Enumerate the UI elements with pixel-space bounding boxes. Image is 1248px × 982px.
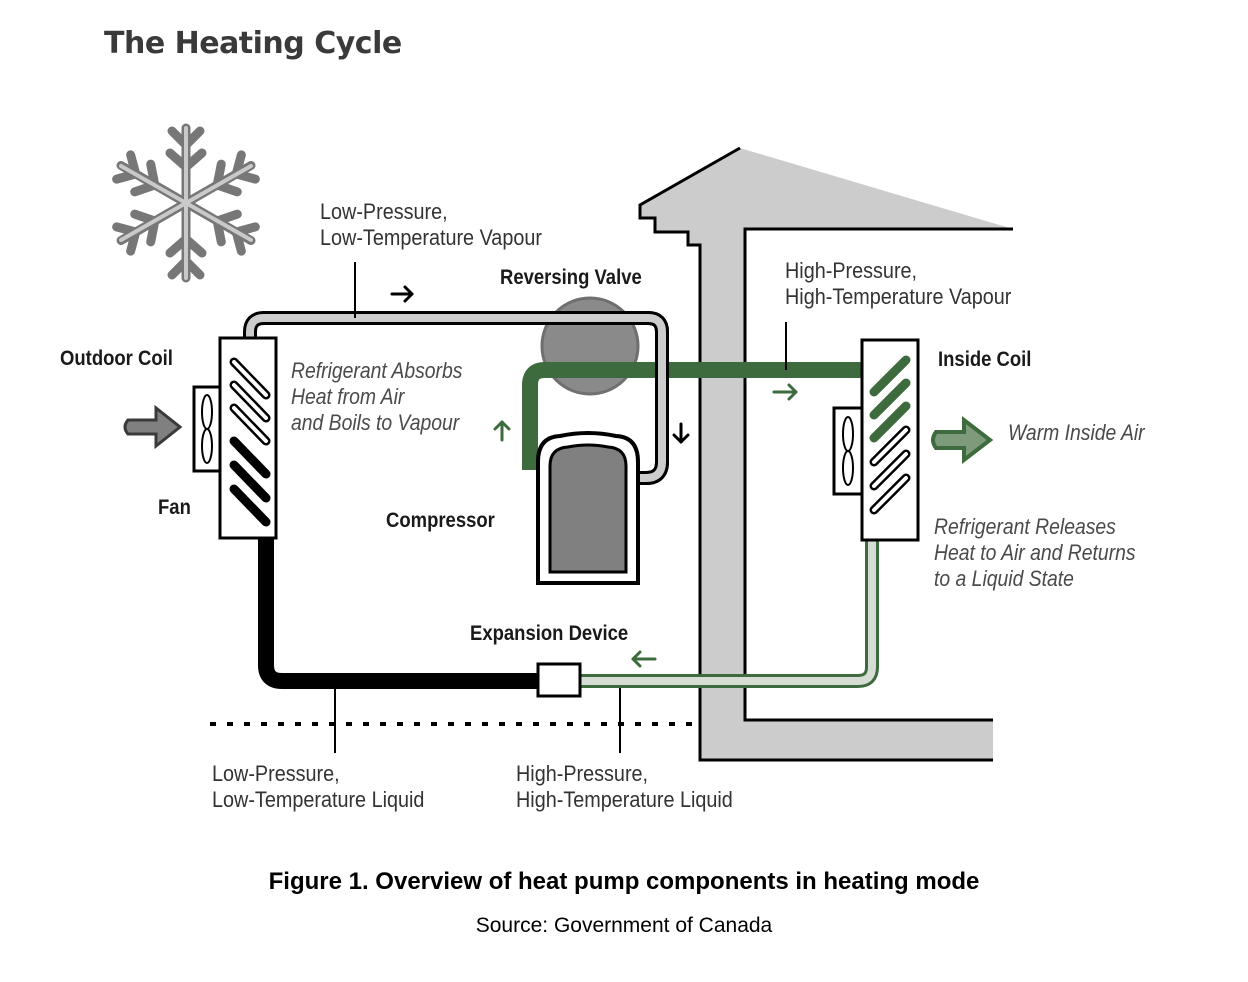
page-title: The Heating Cycle: [104, 26, 402, 61]
inside-fan-icon: [832, 406, 864, 496]
expansion-device-label: Expansion Device: [470, 622, 629, 645]
flow-arrow-icon: [390, 285, 798, 668]
house-wall: [638, 146, 1013, 762]
releases-note: Refrigerant Releases Heat to Air and Ret…: [934, 514, 1136, 591]
outdoor-coil-label: Outdoor Coil: [60, 347, 173, 370]
leader-lines: [334, 262, 787, 753]
low-vapour-label: Low-Pressure, Low-Temperature Vapour: [320, 199, 542, 250]
figure-caption: Figure 1. Overview of heat pump componen…: [268, 868, 980, 895]
compressor-label: Compressor: [386, 509, 495, 532]
air-in-arrow-icon: [123, 404, 183, 450]
compressor: [536, 431, 640, 585]
warm-air-arrow-icon: [931, 415, 994, 465]
reversing-valve-label: Reversing Valve: [500, 266, 642, 289]
inside-coil-label: Inside Coil: [938, 348, 1032, 371]
figure-source: Source: Government of Canada: [475, 914, 773, 937]
high-vapour-pipe: [522, 362, 862, 470]
high-liquid-label: High-Pressure, High-Temperature Liquid: [516, 761, 733, 812]
low-liquid-label: Low-Pressure, Low-Temperature Liquid: [212, 761, 425, 812]
inside-coil: [860, 338, 920, 542]
warm-air-note: Warm Inside Air: [1008, 420, 1145, 445]
low-liquid-pipe: [258, 538, 540, 689]
fan-icon: [192, 385, 222, 473]
high-liquid-pipe: [580, 540, 879, 688]
high-vapour-label: High-Pressure, High-Temperature Vapour: [785, 258, 1012, 309]
outdoor-coil: [218, 336, 278, 540]
absorbs-note: Refrigerant Absorbs Heat from Air and Bo…: [291, 358, 463, 435]
fan-label: Fan: [158, 496, 191, 519]
expansion-device: [536, 662, 582, 698]
